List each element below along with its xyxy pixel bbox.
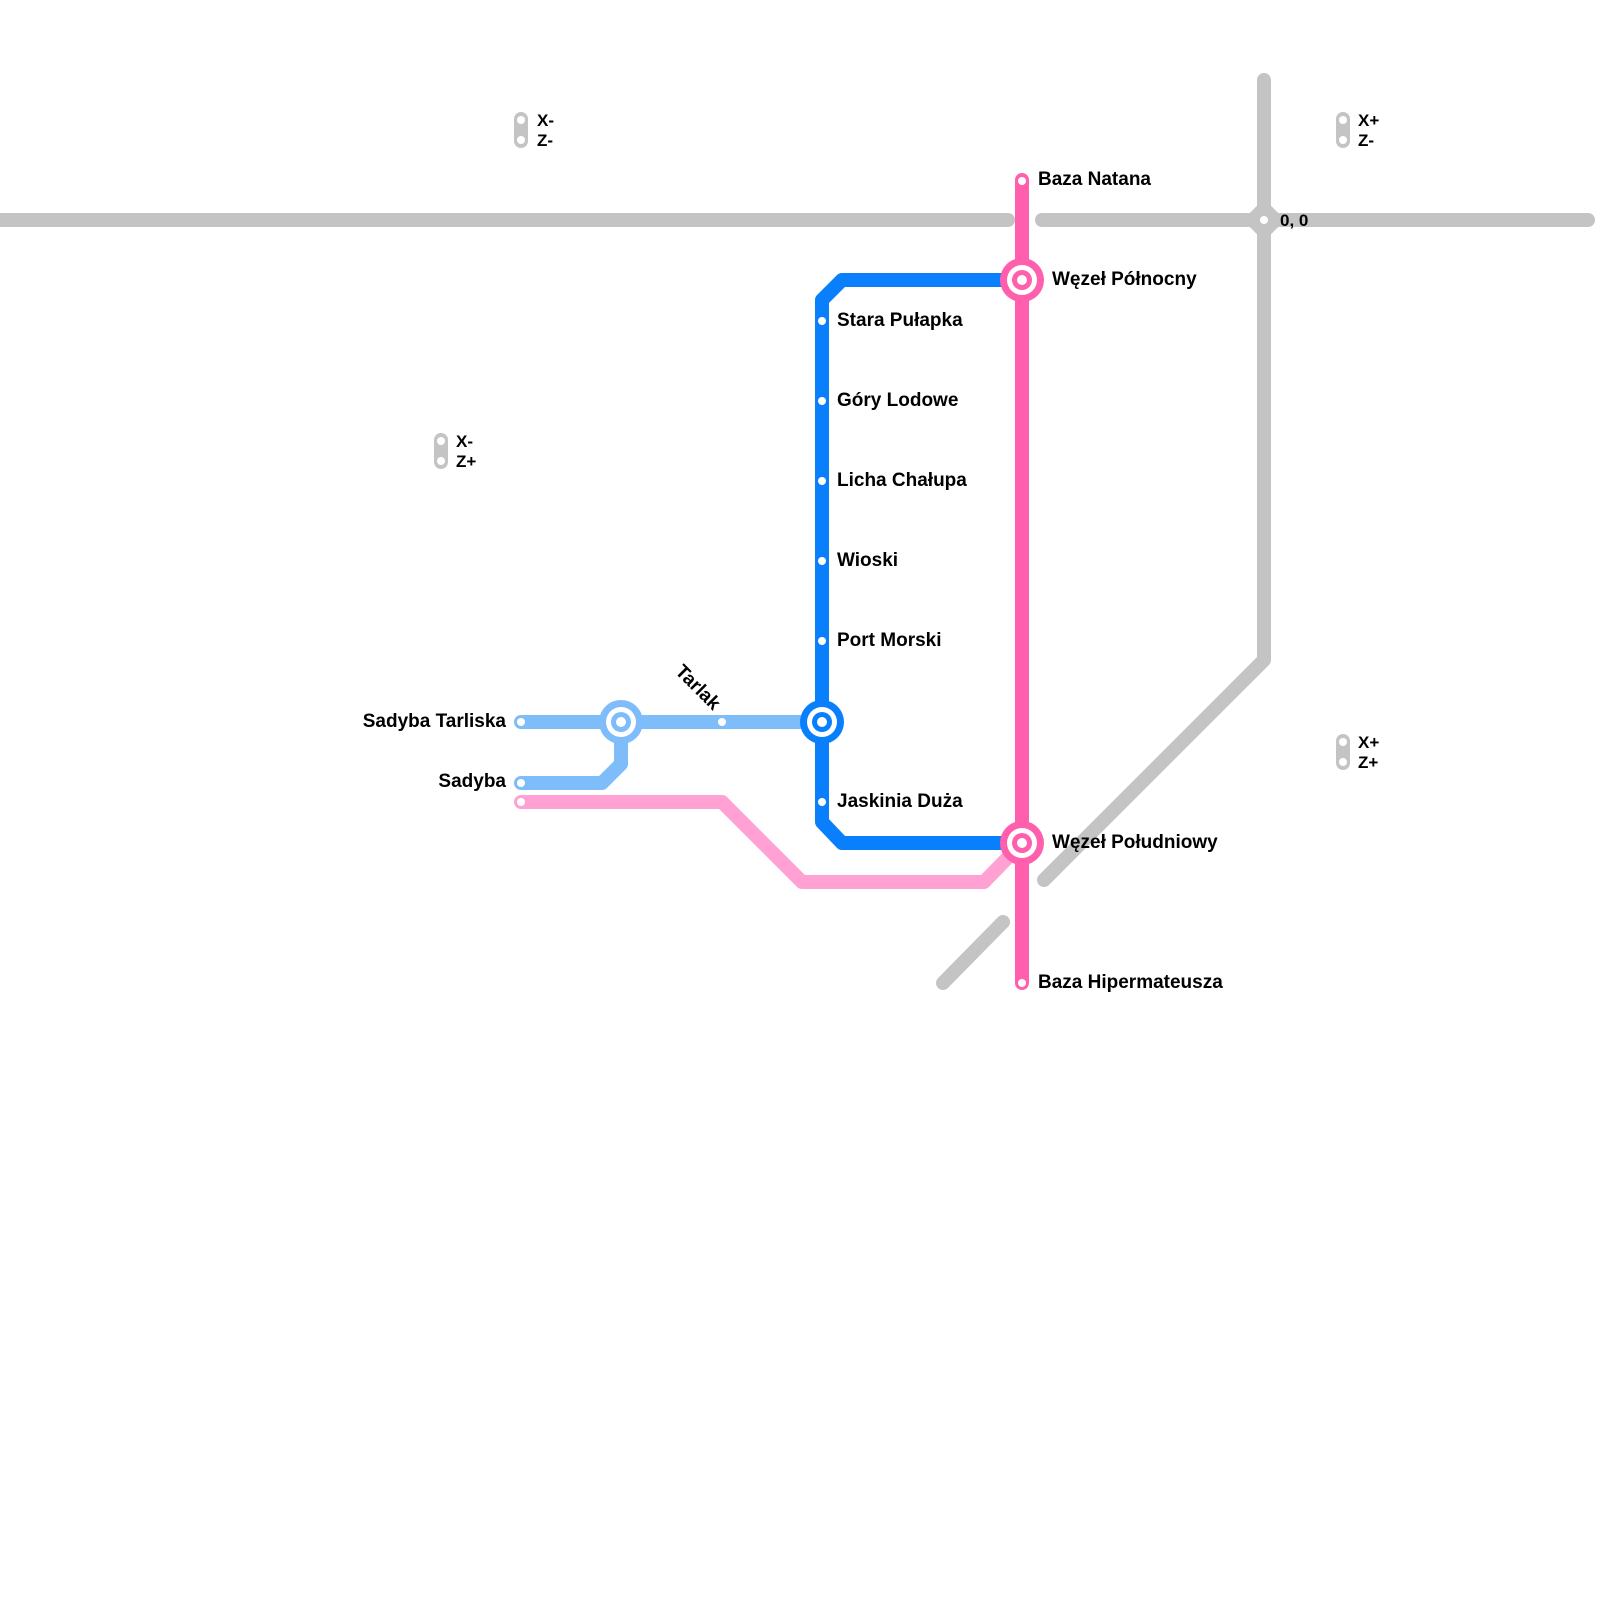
- station-dot-stara-pulapka[interactable]: [818, 317, 826, 325]
- label-baza-hipermateusza: Baza Hipermateusza: [1038, 972, 1223, 993]
- label-tarlak: Tarlak: [671, 661, 725, 715]
- interchange-wezel-poludniowy[interactable]: [1000, 821, 1044, 865]
- label-stara-pulapka: Stara Pułapka: [837, 310, 963, 331]
- origin-dot: [1260, 216, 1268, 224]
- quadrant-sw-z: Z+: [456, 452, 476, 471]
- label-sadyba-tarliska: Sadyba Tarliska: [363, 711, 507, 732]
- quadrant-marker-se: X+ Z+: [1336, 733, 1379, 772]
- line-light-blue: [514, 715, 829, 790]
- label-baza-natana: Baza Natana: [1038, 169, 1151, 190]
- interchange-wezel-polnocny[interactable]: [1000, 258, 1044, 302]
- quadrant-nw-z: Z-: [537, 131, 553, 150]
- label-wioski: Wioski: [837, 550, 898, 571]
- station-dot-licha-chalupa[interactable]: [818, 477, 826, 485]
- z-axis-north-and-diagonal: [1037, 73, 1271, 887]
- quadrant-marker-ne: X+ Z-: [1336, 111, 1379, 150]
- label-licha-chalupa: Licha Chałupa: [837, 470, 967, 491]
- quadrant-sw-x: X-: [456, 432, 473, 451]
- label-port-morski: Port Morski: [837, 630, 942, 651]
- station-dot-pink-branch-start[interactable]: [517, 798, 525, 806]
- label-wezel-poludniowy: Węzeł Południowy: [1052, 832, 1218, 853]
- interchange-blue-junction[interactable]: [800, 700, 844, 744]
- origin-label: 0, 0: [1280, 211, 1308, 230]
- label-wezel-polnocny: Węzeł Północny: [1052, 269, 1197, 290]
- quadrant-se-z: Z+: [1358, 753, 1378, 772]
- label-jaskinia-duza: Jaskinia Duża: [837, 791, 963, 812]
- station-dot-tarlak[interactable]: [718, 718, 726, 726]
- quadrant-nw-x: X-: [537, 111, 554, 130]
- station-dot-baza-natana[interactable]: [1018, 177, 1026, 185]
- station-dot-baza-hipermateusza[interactable]: [1018, 979, 1026, 987]
- quadrant-se-x: X+: [1358, 733, 1379, 752]
- station-dot-gory-lodowe[interactable]: [818, 397, 826, 405]
- quadrant-marker-nw: X- Z-: [514, 111, 554, 150]
- station-dot-port-morski[interactable]: [818, 637, 826, 645]
- station-dot-wioski[interactable]: [818, 557, 826, 565]
- station-dot-sadyba[interactable]: [517, 779, 525, 787]
- quadrant-ne-x: X+: [1358, 111, 1379, 130]
- line-light-pink: [514, 795, 1029, 889]
- diagonal-stub-south: [936, 915, 1010, 990]
- quadrant-marker-sw: X- Z+: [434, 432, 476, 471]
- label-gory-lodowe: Góry Lodowe: [837, 390, 958, 411]
- interchange-light-blue-junction[interactable]: [599, 700, 643, 744]
- station-dot-jaskinia-duza[interactable]: [818, 798, 826, 806]
- axis-lines: [0, 73, 1595, 990]
- label-sadyba: Sadyba: [438, 771, 506, 792]
- station-dot-sadyba-tarliska[interactable]: [517, 718, 525, 726]
- quadrant-ne-z: Z-: [1358, 131, 1374, 150]
